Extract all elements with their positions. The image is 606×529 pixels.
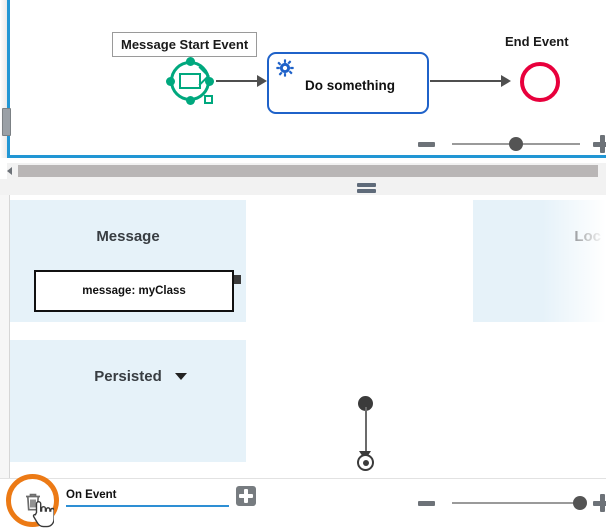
on-event-label: On Event [66,489,117,501]
sequence-flow-1-arrowhead [257,75,267,87]
lower-editor-panel: Message message: myClass Persisted Loc [0,195,606,529]
scroll-left-arrow-icon[interactable] [7,167,12,175]
sequence-flow-1[interactable] [216,80,258,82]
on-event-field-underline[interactable] [66,505,229,507]
local-card[interactable]: Loc [473,200,606,322]
splitter-grip-bar-top [357,183,376,187]
canvas-vertical-scrollbar[interactable] [2,108,11,136]
bpmn-diagram-canvas[interactable]: Message Start Event [0,0,606,163]
selection-handle-top[interactable] [185,57,195,66]
selection-handle-right[interactable] [205,76,214,86]
panel-splitter[interactable] [0,179,606,195]
service-task-node[interactable]: Do something [267,52,429,114]
message-box-anchor[interactable] [234,275,241,284]
lower-zoom-slider-track[interactable] [452,496,587,510]
message-card[interactable]: Message message: myClass [10,200,246,322]
add-button[interactable] [236,486,256,506]
connector-line[interactable] [364,407,367,457]
end-event-node[interactable] [520,62,560,102]
canvas-left-shadow [0,0,7,158]
zoom-out-button[interactable] [418,141,435,147]
canvas-horizontal-scrollbar-thumb[interactable] [18,165,598,177]
lower-zoom-out-button[interactable] [418,500,435,506]
zoom-slider-knob[interactable] [509,137,523,151]
envelope-icon [179,73,201,89]
message-card-title: Message [96,228,160,245]
splitter-grip-bar-bottom [357,189,376,193]
target-node-marker[interactable] [357,454,374,471]
resize-handle[interactable] [204,95,213,104]
source-node-dot[interactable] [358,396,373,411]
canvas-zoom-slider[interactable] [418,135,606,153]
delete-button-highlight [6,474,59,527]
sequence-flow-2[interactable] [430,80,502,82]
sequence-flow-2-arrowhead [501,75,511,87]
lower-panel-scrollbar[interactable] [0,195,10,478]
message-type-box[interactable]: message: myClass [34,270,234,312]
selection-handle-bottom[interactable] [185,96,195,105]
message-start-event-node[interactable] [166,57,214,105]
pointing-hand-cursor [32,501,54,528]
lower-zoom-slider-knob[interactable] [573,496,587,510]
persisted-card[interactable]: Persisted [10,340,246,462]
zoom-in-button[interactable] [593,135,606,153]
selection-handle-left[interactable] [166,76,175,86]
local-card-fade [542,200,606,322]
chevron-down-icon[interactable] [175,373,187,380]
persisted-card-title: Persisted [94,368,162,385]
lower-zoom-slider[interactable] [418,494,606,512]
gear-icon [276,59,294,77]
zoom-slider-track[interactable] [452,137,580,151]
service-task-label: Do something [305,77,395,93]
lower-panel-toolbar: On Event [0,474,606,529]
lower-zoom-in-button[interactable] [593,494,606,512]
message-start-event-label[interactable]: Message Start Event [112,32,258,57]
end-event-label: End Event [505,34,569,49]
